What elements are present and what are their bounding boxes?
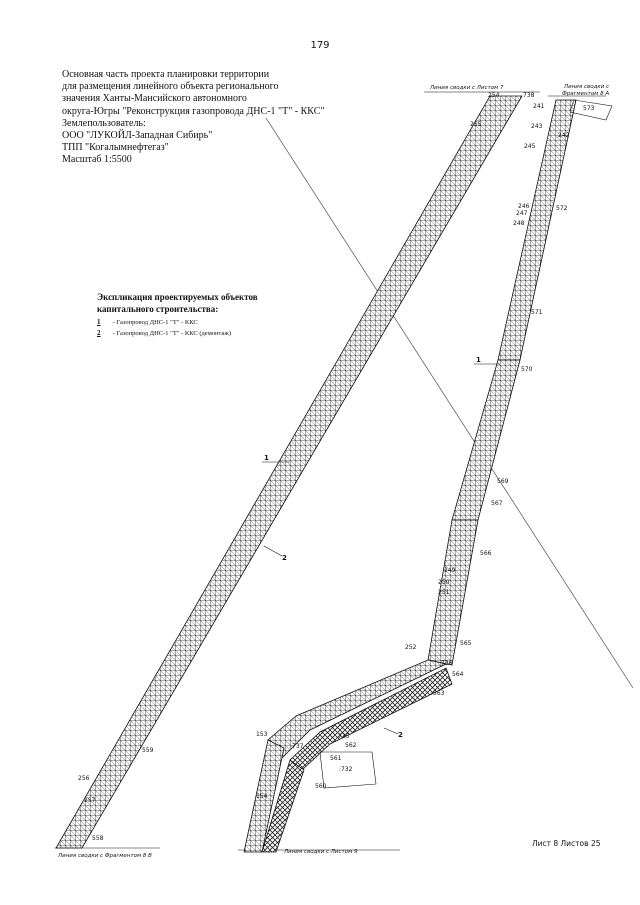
title-line: Землепользователь: <box>62 117 146 129</box>
point-label: 573 <box>583 105 595 112</box>
sheet-info: Лист 8 Листов 25 <box>532 839 601 848</box>
junction-label: Линия сводки с <box>563 84 609 90</box>
title-line: для размещения линейного объекта региона… <box>62 81 279 93</box>
point-label: 256 <box>78 775 90 782</box>
legend-title: Экспликация проектируемых объектов <box>97 292 258 302</box>
pipeline-mark-leader <box>263 545 283 557</box>
point-label: 252 <box>405 644 417 651</box>
survey-line <box>265 117 634 689</box>
junction-label: Линия сводки с Листом 9 <box>283 849 358 855</box>
junction-label: Линия сводки с Фрагментом 8 В <box>57 853 152 859</box>
point-label: 572 <box>556 205 568 212</box>
page-number: 179 <box>310 40 330 51</box>
pipeline-left-corridor <box>55 95 523 849</box>
legend-title: капитального строительства: <box>97 304 219 314</box>
title-line: ООО "ЛУКОЙЛ-Западная Сибирь" <box>62 130 213 142</box>
point-label: 246 <box>518 203 530 210</box>
point-label: 736 <box>441 660 453 667</box>
title-line: Основная часть проекта планировки террит… <box>62 69 270 80</box>
title-line: ТПП "Когалымнефтегаз" <box>62 142 169 154</box>
legend: Экспликация проектируемых объектов капит… <box>97 291 317 337</box>
legend-item: 1 - Газопровод ДНС-1 "Т" - ККС <box>97 318 317 326</box>
parcel-573 <box>569 99 613 121</box>
legend-item-num: 2 <box>97 329 101 337</box>
junction-label: Линия сводки с Листом 7 <box>429 85 504 91</box>
legend-item: 2 - Газопровод ДНС-1 "Т" - ККС (демонтаж… <box>97 329 317 337</box>
pipeline-mark: 2 <box>282 554 287 562</box>
point-label: 249 <box>444 567 456 574</box>
scale-label: Масштаб 1:5500 <box>62 154 132 166</box>
pipeline-mark: 2 <box>398 731 403 739</box>
parcel-732 <box>319 751 377 789</box>
pipeline-mark: 1 <box>476 356 481 364</box>
point-label: 561 <box>330 755 342 762</box>
point-label: 570 <box>521 366 533 373</box>
point-label: 255 <box>470 121 482 128</box>
junction-label: Фрагментом 8 А <box>562 91 609 97</box>
point-label: 558 <box>92 835 104 842</box>
point-label: 735 <box>338 733 350 740</box>
point-label: 248 <box>513 220 525 227</box>
point-label: 571 <box>531 309 543 316</box>
point-label: 559 <box>142 747 154 754</box>
point-label: 254 <box>488 92 500 99</box>
point-label: 250 <box>438 579 450 586</box>
point-label: 245 <box>524 143 536 150</box>
title-line: значения Ханты-Мансийского автономного <box>62 93 247 105</box>
point-label: 154 <box>256 793 268 800</box>
point-label: 247 <box>516 210 528 217</box>
point-label: 564 <box>452 671 464 678</box>
point-label: 153 <box>256 731 268 738</box>
point-label: 566 <box>480 550 492 557</box>
point-label: 562 <box>345 742 357 749</box>
point-label: 563 <box>433 690 445 697</box>
legend-item-num: 1 <box>97 318 101 326</box>
legend-item-text: - Газопровод ДНС-1 "Т" - ККС <box>112 319 198 326</box>
point-label: 251 <box>438 589 450 596</box>
point-label: 241 <box>533 103 545 110</box>
point-label: 242 <box>558 132 570 139</box>
pipeline-mark: 1 <box>264 454 269 462</box>
point-label: 243 <box>531 123 543 130</box>
pipeline-right-upper <box>497 99 577 361</box>
point-label: 257 <box>84 797 96 804</box>
legend-item-text: - Газопровод ДНС-1 "Т" - ККС (демонтаж) <box>112 330 231 337</box>
title-line: округа-Югры "Реконструкция газопровода Д… <box>62 105 325 117</box>
point-label: 569 <box>497 478 509 485</box>
point-label: 567 <box>491 500 503 507</box>
point-label: 565 <box>460 640 472 647</box>
title-block: Основная часть проекта планировки террит… <box>62 69 382 167</box>
pipeline-right-lower <box>427 519 479 666</box>
point-label: 738 <box>523 92 535 99</box>
point-label: 737 <box>292 743 304 750</box>
pipeline-right-middle <box>451 359 521 521</box>
point-label: :732 <box>339 766 353 773</box>
pipeline-leg-right <box>261 759 305 853</box>
pipeline-mark-leader <box>383 727 399 735</box>
point-label: 560 <box>315 783 327 790</box>
